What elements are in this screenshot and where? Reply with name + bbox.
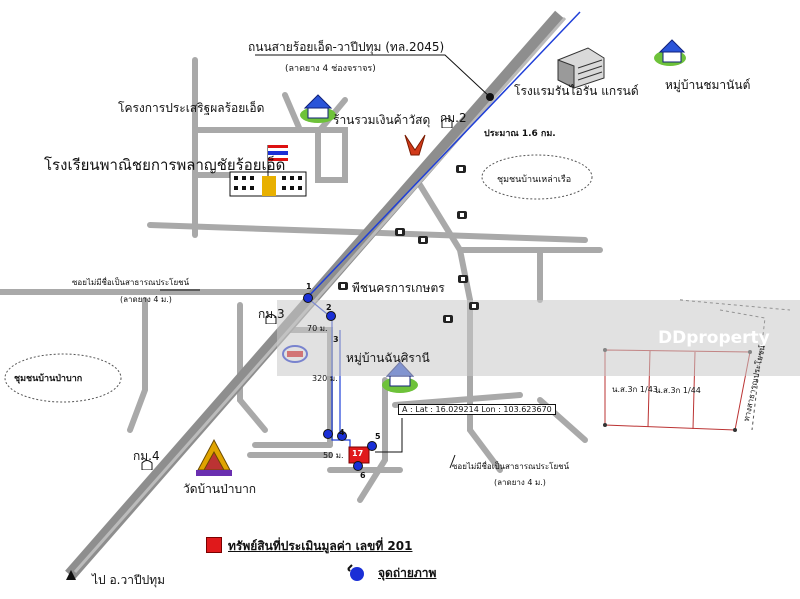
coordinates-box: A : Lat : 16.029214 Lon : 103.623670 [398, 404, 556, 415]
km-post-icon [441, 118, 453, 128]
distance-50-label: 50 ม. [323, 451, 344, 460]
camera-point-icon [323, 429, 333, 439]
building-marker-icon [457, 211, 467, 219]
camera-point-icon [326, 311, 336, 321]
direction-arrow-icon [66, 570, 76, 580]
hotel-building-icon [557, 47, 605, 89]
road [237, 302, 268, 433]
hotel-label: โรงแรมรันไอรัน แกรนด์ [514, 84, 639, 98]
coords-leader [375, 418, 403, 453]
highway [65, 10, 565, 580]
km-post-icon [265, 314, 277, 324]
village-top-right-label: หมู่บ้านชมานันต์ [665, 78, 751, 92]
community-outline [481, 154, 593, 200]
alley-right-label: ซอยไม่มีชื่อเป็นสาธารณประโยชน์ [452, 462, 570, 471]
road [282, 92, 303, 133]
building-marker-icon [338, 282, 348, 290]
km-post-icon [141, 460, 153, 470]
camera-point-icon [353, 461, 363, 471]
camera-point-icon [303, 293, 313, 303]
community-right-label: ชุมชนบ้านเหล่าเรือ [497, 175, 572, 185]
highway-leader-dot [486, 93, 494, 101]
highway-name: ถนนสายร้อยเอ็ด-วาปีปทุม (ทล.2045) [248, 40, 445, 54]
alley-right-surface: (ลาดยาง 4 ม.) [494, 478, 546, 487]
school-building-icon [229, 145, 307, 197]
point-label: 3 [333, 335, 339, 344]
legend-property-swatch [206, 537, 222, 553]
point-label: 4 [339, 428, 345, 437]
project-label: โครงการประเสริฐผลร้อยเอ็ด [118, 101, 265, 115]
watermark-band [277, 300, 800, 376]
alley-left-surface: (ลาดยาง 4 ม.) [120, 295, 172, 304]
highway-surface: (ลาดยาง 4 ช่องจราจร) [285, 64, 376, 74]
building-marker-icon [456, 165, 466, 173]
highway-leader [255, 54, 491, 98]
community-left-label: ชุมชนบ้านป่าบาก [14, 374, 83, 384]
community-outline [4, 353, 122, 403]
camera-point-icon [367, 441, 377, 451]
house-icon [654, 39, 686, 66]
building-marker-icon [418, 236, 428, 244]
highway-center [73, 17, 567, 573]
point-label: 2 [326, 303, 332, 312]
inset-plot-b: น.ส.3ก 1/44 [655, 386, 701, 395]
to-district-label: ไป อ.วาปีปทุม [92, 573, 166, 587]
road [392, 392, 523, 408]
temple-label: วัดบ้านป่าบาก [183, 482, 257, 496]
inset-plot-a: น.ส.3ก 1/43 [612, 385, 658, 394]
legend-camera-label: จุดถ่ายภาพ [378, 566, 437, 580]
legend-camera-icon [347, 564, 364, 581]
camera-point-icon [337, 431, 347, 441]
km2-label: กม.2 [440, 111, 467, 125]
village-mid-label: หมู่บ้านฉันศิรานี [346, 351, 430, 365]
distance-70-label: 70 ม. [307, 324, 328, 333]
road [192, 127, 348, 183]
garuda-icon [404, 134, 426, 156]
building-marker-icon [443, 315, 453, 323]
alley-right-leader [449, 454, 456, 469]
km3-label: กม.3 [258, 307, 285, 321]
agri-shop-label: พืชนครการเกษตร [352, 281, 445, 295]
watermark-text: DDproperty [658, 328, 770, 348]
road [127, 297, 148, 433]
km4-label: กม.4 [133, 449, 160, 463]
alley-left-label: ซอยไม่มีชื่อเป็นสาธารณประโยชน์ [72, 278, 190, 287]
property-number: 17 [352, 449, 364, 458]
school-label: โรงเรียนพาณิชยการพลาญชัยร้อยเอ็ด [44, 156, 286, 174]
building-marker-icon [395, 228, 405, 236]
temple-icon [196, 438, 232, 476]
point-label: 1 [306, 282, 312, 291]
shop-label: ร้านรวมเงินค้าวัสดุ [333, 113, 431, 127]
distance-320-label: 320 ม. [312, 374, 338, 383]
house-icon [300, 94, 336, 123]
legend-property-label: ทรัพย์สินที่ประเมินมูลค่า เลขที่ 201 [228, 539, 413, 553]
building-marker-icon [469, 302, 479, 310]
building-marker-icon [458, 275, 468, 283]
point-label: 5 [375, 432, 381, 441]
point-label: 6 [360, 471, 366, 480]
distance-label: ประมาณ 1.6 กม. [484, 129, 556, 139]
road [357, 377, 388, 503]
route-line [304, 11, 581, 301]
